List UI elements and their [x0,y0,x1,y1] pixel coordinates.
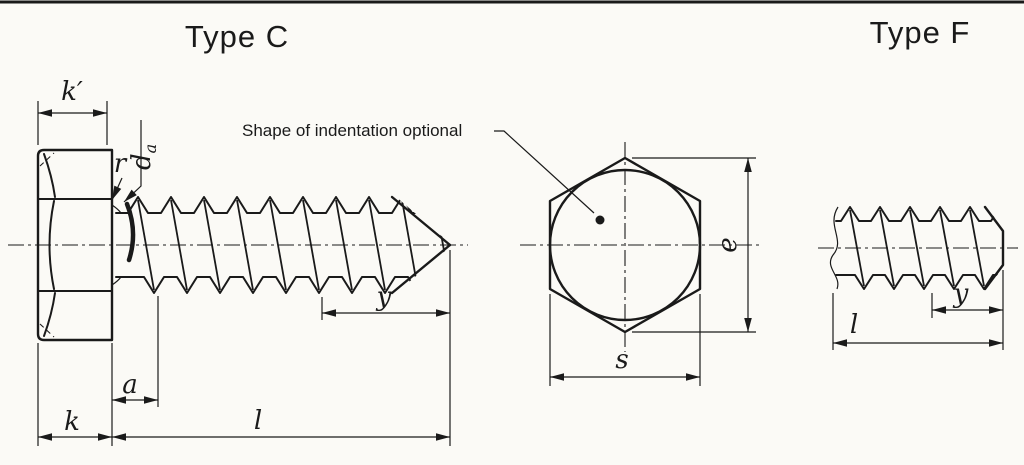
type-f-shank [829,205,1005,291]
head-chamfer-arc-center [48,200,55,290]
dim-label-l: l [254,406,262,436]
head-chamfer-arc-bottom [43,292,56,337]
type-c-view: Type C [8,19,468,446]
flat-point-outline [983,205,1005,291]
dim-label-da: da [127,144,160,170]
thread-profile-f [835,206,1005,290]
head-hidden-line-bottom [39,323,55,338]
dim-label-k: k [64,407,80,437]
thread-runout-mark [124,201,136,263]
thread-crests-bottom-f [835,274,1005,290]
dim-label-r: r [114,149,128,179]
dim-label-kprime: k′ [61,77,83,107]
point-cone-bottom-edge [390,243,452,295]
thread-crests-top-f [835,206,1005,222]
type-c-dimensions: k′ da r y a k l [37,77,451,446]
head-top-view: Shape of indentation optional e s [242,121,762,386]
leader-da [123,120,142,203]
dim-label-e: e [713,237,743,252]
hexagon-outline [548,156,702,334]
leader-r [111,177,123,201]
type-f-dimensions: y l [832,270,1004,350]
head-chamfer-arc-top [43,153,56,198]
type-f-title: Type F [870,15,971,50]
head-hidden-line-top [39,152,55,167]
point-cone-top-edge [390,195,452,247]
dim-label-y: y [376,282,392,312]
break-line [829,206,839,290]
dim-label-s: s [615,345,628,375]
dim-label-y-f: y [953,279,969,309]
indentation-note: Shape of indentation optional [242,121,462,140]
head-outline [36,148,114,342]
hex-head-side-view [36,148,114,342]
dim-label-a: a [122,370,138,400]
indentation-dot [595,215,605,225]
thread-flank-lines-f [849,209,985,287]
underhead-fillet-bottom [111,276,122,286]
chamfer-circle [548,168,702,322]
type-f-view: Type F y l [818,15,1018,350]
indentation-leader [494,130,595,214]
type-c-title: Type C [185,19,289,54]
underhead-fillet-top [111,204,122,214]
dim-label-l-f: l [850,310,858,340]
